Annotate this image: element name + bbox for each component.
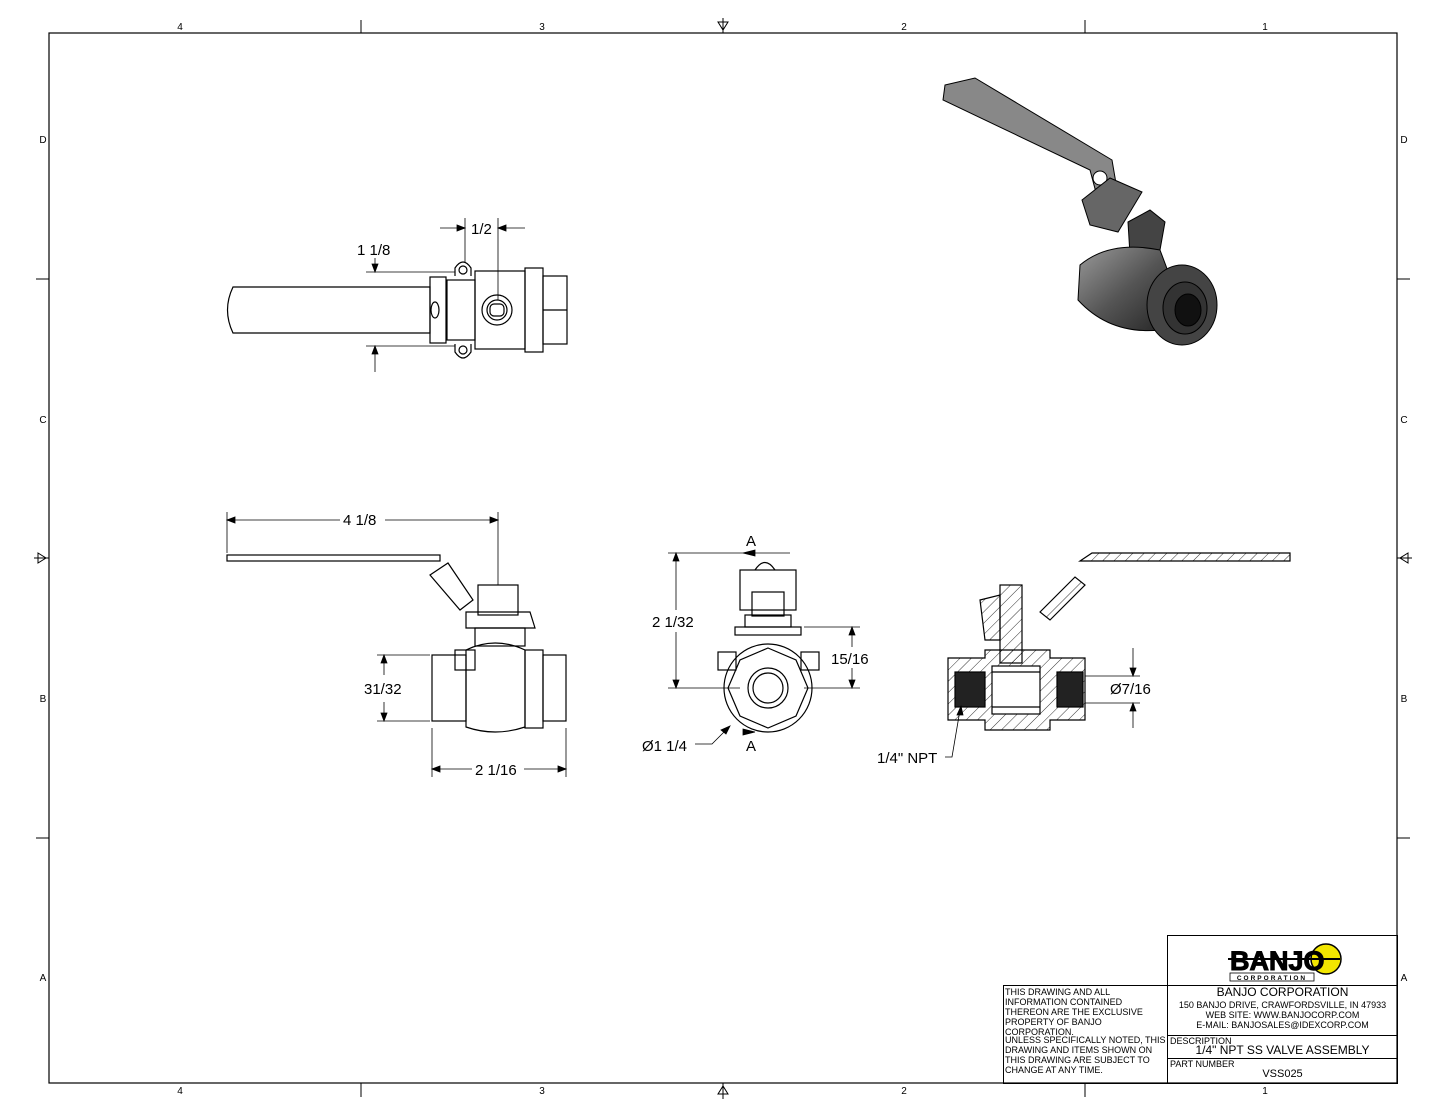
section-view-dimensions bbox=[945, 648, 1140, 758]
zone-col-1-bottom: 1 bbox=[1262, 1086, 1268, 1097]
zone-col-2-bottom: 2 bbox=[901, 1086, 907, 1097]
company-address: 150 BANJO DRIVE, CRAWFORDSVILLE, IN 4793… bbox=[1178, 1000, 1387, 1010]
description-label: DESCRIPTION bbox=[1170, 1036, 1232, 1046]
property-note: THIS DRAWING AND ALL INFORMATION CONTAIN… bbox=[1005, 987, 1143, 1037]
zone-row-c-right: C bbox=[1400, 415, 1407, 426]
logo-text: BANJO bbox=[1230, 946, 1325, 976]
change-note: UNLESS SPECIFICALLY NOTED, THIS DRAWING … bbox=[1005, 1035, 1166, 1075]
dim-end-center: 15/16 bbox=[831, 651, 869, 668]
zone-col-2: 2 bbox=[901, 22, 907, 33]
end-view-dimensions bbox=[668, 549, 860, 745]
company-name: BANJO CORPORATION bbox=[1216, 985, 1349, 999]
front-view bbox=[226, 554, 567, 733]
dim-front-length: 2 1/16 bbox=[475, 762, 517, 779]
part-number-label: PART NUMBER bbox=[1170, 1059, 1235, 1069]
company-email: E-MAIL: BANJOSALES@IDEXCORP.COM bbox=[1196, 1020, 1369, 1030]
title-block-main-box bbox=[1167, 935, 1398, 1084]
sheet-border bbox=[34, 18, 1412, 1099]
zone-row-b-right: B bbox=[1401, 694, 1408, 705]
zone-col-1: 1 bbox=[1262, 22, 1268, 33]
end-view bbox=[717, 561, 820, 733]
section-label-a-top: A bbox=[746, 533, 756, 550]
zone-col-3: 3 bbox=[539, 22, 545, 33]
banjo-logo: BANJO CORPORATION bbox=[1228, 942, 1346, 982]
zone-col-4: 4 bbox=[177, 22, 183, 33]
zone-row-a-right: A bbox=[1401, 973, 1408, 984]
front-view-dimensions bbox=[225, 512, 568, 777]
dim-end-diameter: Ø1 1/4 bbox=[642, 738, 687, 755]
company-website: WEB SITE: WWW.BANJOCORP.COM bbox=[1205, 1010, 1360, 1020]
part-number-value: VSS025 bbox=[1262, 1068, 1303, 1080]
isometric-view bbox=[942, 77, 1218, 346]
zone-row-b: B bbox=[40, 694, 47, 705]
top-view bbox=[226, 261, 568, 359]
section-view bbox=[947, 552, 1291, 731]
dim-handle-length: 4 1/8 bbox=[343, 512, 376, 529]
description-value: 1/4" NPT SS VALVE ASSEMBLY bbox=[1195, 1043, 1370, 1057]
top-view-dimensions bbox=[366, 218, 525, 372]
zone-row-d-right: D bbox=[1400, 135, 1407, 146]
dim-end-height: 2 1/32 bbox=[652, 614, 694, 631]
dim-front-height: 31/32 bbox=[364, 681, 402, 698]
zone-row-a: A bbox=[40, 973, 47, 984]
zone-labels: 4 3 2 1 4 3 2 1 D C B A D C B A bbox=[39, 22, 1407, 1097]
dim-top-height: 1 1/8 bbox=[357, 242, 390, 259]
zone-row-d: D bbox=[39, 135, 46, 146]
zone-row-c: C bbox=[39, 415, 46, 426]
dim-bore-diameter: Ø7/16 bbox=[1110, 681, 1151, 698]
logo-subtext: CORPORATION bbox=[1237, 975, 1307, 982]
dim-top-width: 1/2 bbox=[471, 221, 492, 238]
thread-callout: 1/4" NPT bbox=[877, 750, 937, 767]
zone-col-3-bottom: 3 bbox=[539, 1086, 545, 1097]
section-label-a-bottom: A bbox=[746, 738, 756, 755]
notes-box bbox=[1003, 985, 1168, 1084]
zone-col-4-bottom: 4 bbox=[177, 1086, 183, 1097]
